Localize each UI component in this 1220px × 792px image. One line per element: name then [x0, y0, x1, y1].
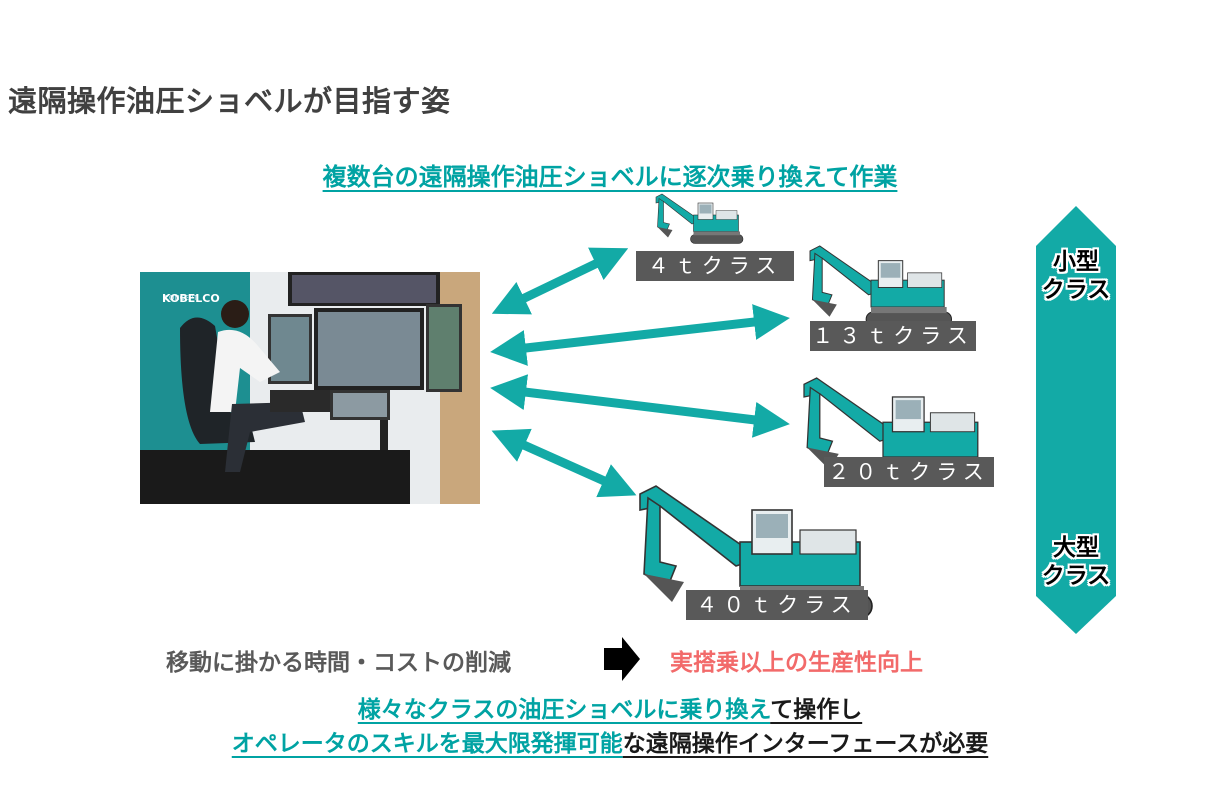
bottom-line-1-dark: て操作し — [770, 697, 863, 723]
machine-label-13t: １３ｔクラス — [810, 321, 976, 351]
size-large-line1: 大型 — [1053, 535, 1099, 561]
headline: 複数台の遠隔操作油圧ショベルに逐次乗り換えて作業 — [0, 157, 1220, 192]
concept-text: CONCEPT — [164, 294, 198, 302]
cost-reduction-text: 移動に掛かる時間・コストの削減 — [166, 650, 511, 676]
result-arrow-icon — [604, 637, 640, 681]
arrow-to-13t — [490, 304, 790, 366]
excavator-4t-icon — [655, 193, 744, 244]
machine-label-40t: ４０ｔクラス — [686, 590, 868, 620]
size-small-line2: クラス — [1041, 277, 1111, 303]
arrow-to-40t — [491, 428, 637, 498]
remote-cockpit-photo: CONCEPT KOBELCO — [140, 272, 480, 504]
size-small-line1: 小型 — [1053, 249, 1099, 275]
cockpit-illustration: CONCEPT KOBELCO — [140, 272, 480, 504]
arrow-to-4t — [491, 247, 629, 315]
excavator-13t-icon — [809, 245, 953, 328]
size-large-label: 大型 クラス — [1021, 534, 1131, 590]
bottom-line-2-teal: オペレータのスキルを最大限発揮可能 — [231, 731, 623, 757]
machine-label-4t: ４ｔクラス — [636, 251, 794, 281]
bottom-line-1: 様々なクラスの油圧ショベルに乗り換えて操作し — [0, 690, 1220, 724]
headline-text: 複数台の遠隔操作油圧ショベルに逐次乗り換えて作業 — [322, 163, 898, 191]
bottom-line-2: オペレータのスキルを最大限発揮可能な遠隔操作インターフェースが必要 — [0, 724, 1220, 758]
bottom-line-1-teal: 様々なクラスの油圧ショベルに乗り換え — [357, 697, 771, 723]
size-small-label: 小型 クラス — [1021, 248, 1131, 304]
size-scale-arrow — [1036, 206, 1116, 634]
productivity-result-text: 実搭乗以上の生産性向上 — [670, 650, 923, 676]
connection-arrows — [490, 247, 790, 498]
bottom-line-2-dark: な遠隔操作インターフェースが必要 — [622, 731, 989, 757]
page-title: 遠隔操作油圧ショベルが目指す姿 — [8, 84, 451, 118]
kobelco-logo: KOBELCO — [162, 292, 220, 305]
machine-label-20t: ２０ｔクラス — [824, 457, 994, 487]
size-large-line2: クラス — [1041, 563, 1111, 589]
arrow-to-20t — [490, 374, 790, 438]
